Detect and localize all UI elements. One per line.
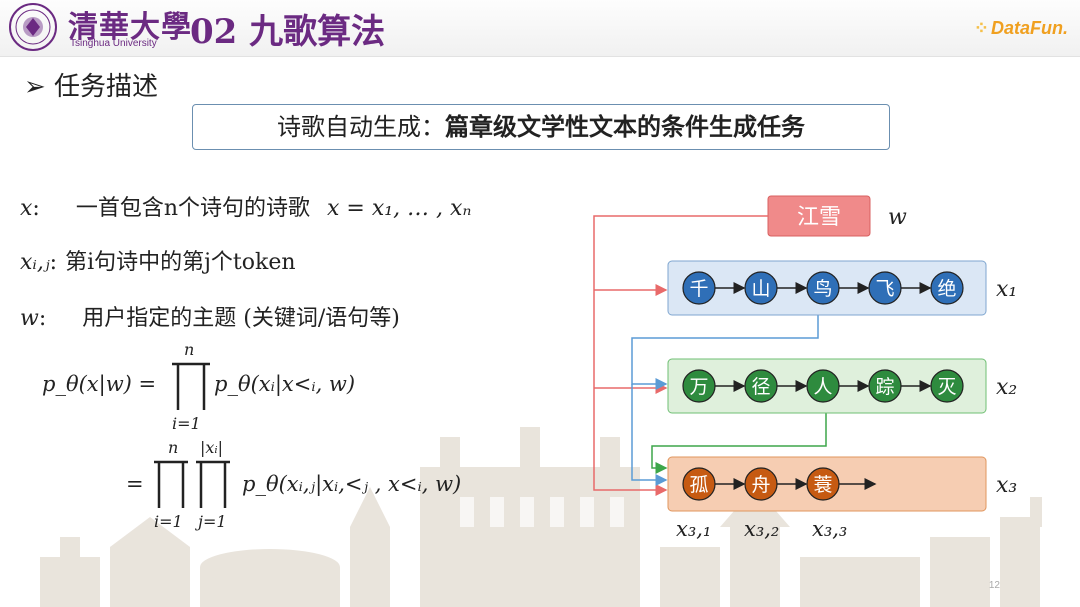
eq2-prod2-top: |xᵢ| xyxy=(200,438,224,457)
token-char: 飞 xyxy=(875,278,894,300)
eq1-lhs: p_θ(x|w) = xyxy=(42,372,157,396)
poem-line-var: x₁ xyxy=(996,277,1017,302)
university-name-en: Tsinghua University xyxy=(70,38,157,49)
tsinghua-seal-icon xyxy=(9,3,57,51)
campus-skyline-background xyxy=(40,427,1042,607)
token-char: 人 xyxy=(813,376,832,398)
university-name-cn: 清華大學 xyxy=(68,10,192,45)
def-formula: x = x₁, … , xₙ xyxy=(327,196,472,221)
def-symbol: x xyxy=(20,196,33,221)
token-char: 蓑 xyxy=(813,474,832,496)
eq1-product-symbol xyxy=(172,362,210,410)
token-char: 山 xyxy=(751,278,770,300)
definition-xij: xᵢ,ⱼ:第i句诗中的第j个token xyxy=(20,250,296,275)
theme-var: w xyxy=(888,205,907,230)
page-number: 12 xyxy=(988,580,1000,591)
eq2-lhs: = xyxy=(126,472,144,496)
token-char: 绝 xyxy=(937,278,956,300)
logo-text: DataFun. xyxy=(990,18,1068,38)
eq2-prod1-top: n xyxy=(168,438,179,457)
section-heading: ➢ 任务描述 xyxy=(24,72,159,102)
eq2-prod2-bottom: j=1 xyxy=(198,512,227,531)
datafun-logo: ⁘DataFun. xyxy=(974,18,1068,39)
token-char: 孤 xyxy=(689,474,708,496)
token-char: 舟 xyxy=(751,474,770,496)
definition-x: x:一首包含n个诗句的诗歌 x = x₁, … , xₙ xyxy=(20,196,472,221)
logo-dots-icon: ⁘ xyxy=(973,18,989,38)
token-char: 鸟 xyxy=(813,278,832,300)
task-bold: 篇章级文学性文本的条件生成任务 xyxy=(445,112,805,141)
def-symbol: w xyxy=(20,306,39,331)
token-index-label: x₃,₁ xyxy=(676,517,711,541)
definition-w: w:用户指定的主题 (关键词/语句等) xyxy=(20,306,400,331)
token-node xyxy=(930,271,964,305)
task-prefix: 诗歌自动生成： xyxy=(277,113,445,141)
eq2-prod1-bottom: i=1 xyxy=(154,512,183,531)
poem-line-var: x₂ xyxy=(996,375,1017,400)
token-char: 千 xyxy=(689,278,708,300)
def-symbol: xᵢ,ⱼ xyxy=(20,250,50,275)
theme-label: 江雪 xyxy=(797,205,841,230)
eq1-rhs: p_θ(xᵢ|x<ᵢ, w) xyxy=(214,372,356,396)
eq1-prod-top: n xyxy=(184,340,195,359)
theme-to-x3-arrow xyxy=(593,215,768,496)
def-text: 用户指定的主题 (关键词/语句等) xyxy=(82,306,400,331)
token-node xyxy=(930,369,964,403)
token-char: 万 xyxy=(689,376,708,398)
token-char: 踪 xyxy=(875,376,894,398)
token-index-label: x₃,₃ xyxy=(812,517,847,541)
token-char: 灭 xyxy=(937,376,956,398)
x2-to-x3-arrow xyxy=(651,412,827,474)
slide-header: 清華大學 Tsinghua University 02 九歌算法 ⁘DataFu… xyxy=(0,0,1080,57)
def-text: 一首包含n个诗句的诗歌 xyxy=(75,196,311,221)
poem-line-var: x₃ xyxy=(996,473,1017,498)
token-char: 径 xyxy=(751,376,770,398)
def-text: 第i句诗中的第j个token xyxy=(65,250,296,275)
eq2-rhs: p_θ(xᵢ,ⱼ|xᵢ,<ⱼ , x<ᵢ, w) xyxy=(242,472,462,496)
slide-title: 02 九歌算法 xyxy=(190,12,386,52)
task-description-box: 诗歌自动生成：篇章级文学性文本的条件生成任务 xyxy=(192,104,890,150)
token-index-label: x₃,₂ xyxy=(744,517,779,541)
x1-to-x3-arrow xyxy=(631,384,668,486)
x1-to-x2-arrow xyxy=(631,314,819,390)
eq2-product-symbols xyxy=(154,460,230,508)
eq1-prod-bottom: i=1 xyxy=(172,414,201,433)
